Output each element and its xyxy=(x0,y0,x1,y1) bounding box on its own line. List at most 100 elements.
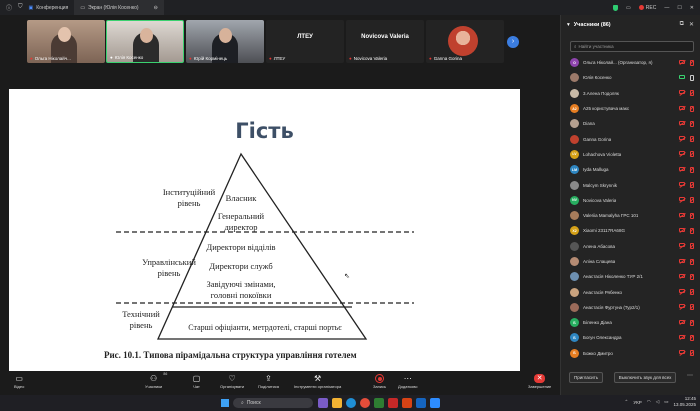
host-tools-button[interactable]: ⚒ Інструменти організатора xyxy=(294,374,341,389)
participant-row[interactable]: Valeriia Mamalyha ГРС 101 xyxy=(561,208,700,223)
participants-label: Учасники xyxy=(145,384,163,389)
more-button[interactable]: ⋯ Додатково xyxy=(398,374,418,389)
search-icon: ⌕ xyxy=(241,400,244,406)
participant-name: Анастасія Рябенко xyxy=(583,289,623,295)
word-icon[interactable] xyxy=(416,398,426,408)
tray-chevron-icon[interactable]: ⌃ xyxy=(624,399,629,404)
volume-icon[interactable]: ◁ xyxy=(655,399,660,404)
info-icon[interactable]: ⓘ xyxy=(6,6,13,12)
video-tile[interactable]: ●Ольга Ніколайч... xyxy=(27,20,105,63)
chat-button[interactable]: ▢ Чат xyxy=(192,374,201,389)
chrome-icon[interactable] xyxy=(360,398,370,408)
participant-row[interactable]: Юлія Косенко xyxy=(561,70,700,85)
camera-off-icon xyxy=(679,350,685,355)
start-icon[interactable] xyxy=(221,399,229,407)
participant-name: Xiaomi 23117RA68G xyxy=(583,228,625,234)
clock-time: 12:45 xyxy=(684,396,696,401)
end-meeting-button[interactable]: ✕ Завершение xyxy=(528,374,551,389)
participant-row[interactable]: Аліна Слащева xyxy=(561,254,700,269)
participants-button[interactable]: ⚇ Учасники 86 xyxy=(145,372,167,389)
taskview-icon[interactable] xyxy=(318,398,328,408)
tab-screen[interactable]: ▭ Экран (Юлія Косенко) ⊖ xyxy=(74,0,164,15)
participant-row[interactable]: Ganna Gorina xyxy=(561,131,700,146)
minimize-icon[interactable]: — xyxy=(664,4,670,11)
clock[interactable]: 12:45 13.05.2025 xyxy=(673,396,696,408)
close-icon[interactable]: ✕ xyxy=(689,4,694,11)
zoom-taskbar-icon[interactable] xyxy=(430,398,440,408)
collapse-icon[interactable]: ▾ xyxy=(567,21,570,28)
language-indicator[interactable]: УКР xyxy=(633,399,642,405)
participant-row[interactable]: 3.Алена Подоляк xyxy=(561,86,700,101)
camera-off-icon xyxy=(679,197,685,202)
person-head xyxy=(58,27,71,42)
level-label: Генеральний xyxy=(218,211,265,221)
participant-row[interactable]: Алена Абасова xyxy=(561,239,700,254)
participant-row[interactable]: Diana xyxy=(561,116,700,131)
camera-icon[interactable]: ▭ xyxy=(626,4,631,11)
video-button[interactable]: ▭ Відео xyxy=(14,374,24,389)
video-tile[interactable]: ●Юрій Кормінець xyxy=(186,20,264,63)
participant-status xyxy=(679,258,694,265)
video-camera-icon: ▭ xyxy=(15,374,23,383)
shield-icon[interactable]: ⛉ xyxy=(18,4,23,10)
close-panel-icon[interactable]: ✕ xyxy=(688,22,694,28)
people-icon: ⚇ xyxy=(150,374,158,383)
tile-name-text: ЛТЕУ xyxy=(273,56,286,61)
participant-row[interactable]: Анастасія Ніколенко ТУР 2/1 xyxy=(561,269,700,284)
edge-icon[interactable] xyxy=(346,398,356,408)
avatar xyxy=(570,241,579,251)
tile-name-text: Ольга Ніколайч... xyxy=(34,56,71,61)
level-label: Директори служб xyxy=(209,261,272,271)
powerpoint-icon[interactable] xyxy=(402,398,412,408)
avatar xyxy=(570,272,579,282)
participant-name: Ольга Ніколай... (Организатор, я) xyxy=(583,60,653,66)
rec-indicator[interactable]: REC xyxy=(638,4,657,11)
participant-search-input[interactable]: ⌕ Найти участника xyxy=(570,41,694,52)
file-explorer-icon[interactable] xyxy=(332,398,342,408)
camera-off-icon xyxy=(679,258,685,263)
participant-row[interactable]: Анастасія Фуртуна (Тур2/1) xyxy=(561,300,700,315)
encryption-icon[interactable] xyxy=(613,4,619,11)
rec-label: REC xyxy=(645,4,657,11)
options-icon[interactable]: ⊖ xyxy=(153,4,158,11)
battery-icon[interactable]: ▭ xyxy=(664,399,669,404)
participant-status xyxy=(679,166,694,173)
mute-all-button[interactable]: Выключить звук для всех xyxy=(613,372,677,383)
share-button[interactable]: ⇪ Поділитися xyxy=(258,374,279,389)
maximize-icon[interactable]: ☐ xyxy=(677,4,682,11)
camera-off-icon xyxy=(679,166,685,171)
participant-row[interactable]: Malcym Skrynnik xyxy=(561,177,700,192)
participant-row[interactable]: Анастасія Рябенко xyxy=(561,284,700,299)
next-page-button[interactable]: › xyxy=(507,36,519,48)
video-tile[interactable]: ЛТЕУ ●ЛТЕУ xyxy=(266,20,344,63)
taskbar-search[interactable]: ⌕ Поиск xyxy=(233,398,313,408)
tab-screen-label: Экран (Юлія Косенко) xyxy=(88,4,139,11)
participant-name: Lohachova Violetta xyxy=(583,151,622,157)
mic-off-icon xyxy=(689,334,694,341)
more-options-icon[interactable]: ⋯ xyxy=(687,373,693,379)
popout-icon[interactable]: ⧉ xyxy=(679,21,684,27)
video-tile-active-speaker[interactable]: ●Юлія Косенко xyxy=(106,20,184,63)
participant-status xyxy=(679,304,694,311)
tab-conference[interactable]: ▣ Конференция xyxy=(23,0,75,15)
record-button[interactable]: Запись xyxy=(373,374,386,389)
pdf-icon[interactable] xyxy=(388,398,398,408)
pyramid-lines xyxy=(116,152,414,340)
video-tile[interactable]: ●Ganna Gorina xyxy=(426,20,504,63)
invite-button[interactable]: Пригласить xyxy=(569,372,604,383)
video-tile[interactable]: Novicova Valeria ●Novicova Valeria xyxy=(346,20,424,63)
tile-name-text: Ganna Gorina xyxy=(433,56,462,61)
excel-icon[interactable] xyxy=(374,398,384,408)
wifi-icon[interactable]: ◠ xyxy=(646,399,651,404)
organize-button[interactable]: ♡ Організувати xyxy=(220,374,244,389)
